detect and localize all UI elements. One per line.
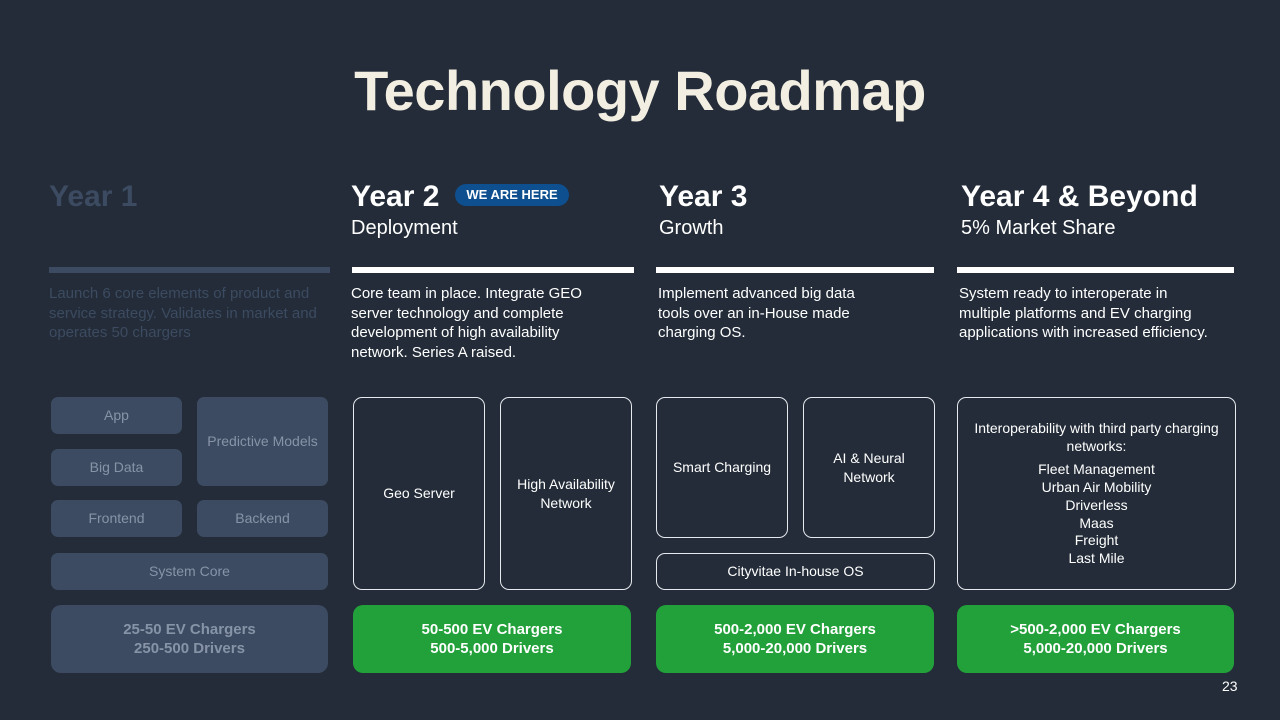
year1-rule: [49, 267, 330, 273]
geo-server-box: Geo Server: [353, 397, 485, 590]
year2-description: Core team in place. Integrate GEO server…: [351, 285, 582, 361]
year2-drivers: 500-5,000 Drivers: [430, 640, 554, 657]
year2-rule: [352, 267, 634, 273]
predictive-models-box: Predictive Models: [197, 397, 328, 486]
interoperability-box: Interoperability with third party chargi…: [957, 397, 1236, 590]
year1-description: Launch 6 core elements of product and se…: [49, 285, 317, 341]
year3-drivers: 5,000-20,000 Drivers: [722, 640, 868, 657]
year1-metric: 25-50 EV Chargers 250-500 Drivers: [51, 605, 328, 673]
year4-chargers: >500-2,000 EV Chargers: [1010, 621, 1181, 638]
year4-subtitle: 5% Market Share: [961, 217, 1116, 239]
year3-heading: Year 3: [659, 180, 748, 213]
smart-charging-box: Smart Charging: [656, 397, 788, 538]
year4-description: System ready to interoperate in multiple…: [959, 285, 1208, 341]
we-are-here-badge: WE ARE HERE: [455, 184, 569, 206]
year3-chargers: 500-2,000 EV Chargers: [714, 621, 876, 638]
page-title: Technology Roadmap: [354, 59, 926, 122]
interop-item: Fleet Management: [1038, 461, 1155, 478]
high-availability-box: High Availability Network: [500, 397, 632, 590]
year1-chargers: 25-50 EV Chargers: [123, 621, 256, 638]
ai-neural-network-box: AI & Neural Network: [803, 397, 935, 538]
year4-rule: [957, 267, 1234, 273]
interop-item: Urban Air Mobility: [1041, 479, 1152, 496]
interop-item: Maas: [1079, 514, 1114, 531]
interop-lead: Interoperability with third party chargi…: [974, 420, 1219, 455]
year1-drivers: 250-500 Drivers: [134, 640, 245, 657]
interop-item: Driverless: [1065, 496, 1128, 513]
year3-rule: [656, 267, 934, 273]
year4-metric: >500-2,000 EV Chargers 5,000-20,000 Driv…: [957, 605, 1234, 673]
year3-metric: 500-2,000 EV Chargers 5,000-20,000 Drive…: [656, 605, 934, 673]
app-box: App: [51, 397, 182, 434]
year2-subtitle: Deployment: [351, 217, 458, 239]
year3-subtitle: Growth: [659, 217, 724, 239]
interop-item: Last Mile: [1068, 549, 1125, 566]
frontend-box: Frontend: [51, 500, 182, 537]
page-number: 23: [1222, 678, 1238, 694]
system-core-box: System Core: [51, 553, 328, 590]
year2-chargers: 50-500 EV Chargers: [421, 621, 563, 638]
big-data-box: Big Data: [51, 449, 182, 486]
year1-heading: Year 1: [49, 180, 138, 213]
year3-description: Implement advanced big data tools over a…: [658, 285, 855, 341]
year4-heading: Year 4 & Beyond: [961, 180, 1198, 213]
year2-metric: 50-500 EV Chargers 500-5,000 Drivers: [353, 605, 631, 673]
year4-drivers: 5,000-20,000 Drivers: [1023, 640, 1168, 657]
in-house-os-box: Cityvitae In-house OS: [656, 553, 935, 590]
backend-box: Backend: [197, 500, 328, 537]
year2-heading: Year 2: [351, 180, 440, 213]
interop-item: Freight: [1074, 532, 1119, 549]
